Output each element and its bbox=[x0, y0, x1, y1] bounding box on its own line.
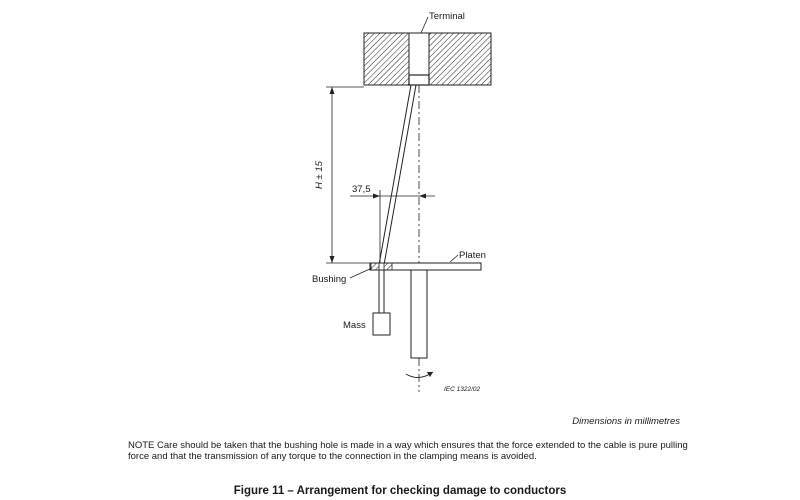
bushing bbox=[370, 262, 393, 271]
offset-dimension-label: 37,5 bbox=[352, 184, 371, 195]
platen-label: Platen bbox=[459, 250, 486, 261]
bushing-leader bbox=[349, 267, 373, 279]
height-dimension-label: H ± 15 bbox=[314, 160, 325, 189]
terminal-leader bbox=[420, 16, 429, 34]
mass-block bbox=[372, 312, 391, 336]
terminal-label: Terminal bbox=[429, 11, 465, 22]
rotation-arrow-icon bbox=[405, 371, 434, 378]
terminal-block bbox=[363, 32, 492, 86]
conductor-lower bbox=[378, 270, 385, 313]
conductor bbox=[378, 84, 417, 266]
platen-leader bbox=[449, 254, 459, 263]
height-dimension bbox=[326, 86, 370, 264]
note-text: NOTE Care should be taken that the bushi… bbox=[128, 440, 688, 462]
test-arrangement-diagram: Terminal H ± 15 37,5 Platen Bushing Ma bbox=[312, 11, 492, 393]
offset-dimension bbox=[350, 190, 435, 263]
bushing-label: Bushing bbox=[312, 274, 346, 285]
figure-reference: IEC 1322/02 bbox=[444, 386, 481, 393]
rotating-shaft bbox=[410, 269, 428, 359]
figure-caption: Figure 11 – Arrangement for checking dam… bbox=[233, 485, 567, 497]
mass-label: Mass bbox=[343, 320, 366, 331]
units-note: Dimensions in millimetres bbox=[572, 416, 680, 427]
